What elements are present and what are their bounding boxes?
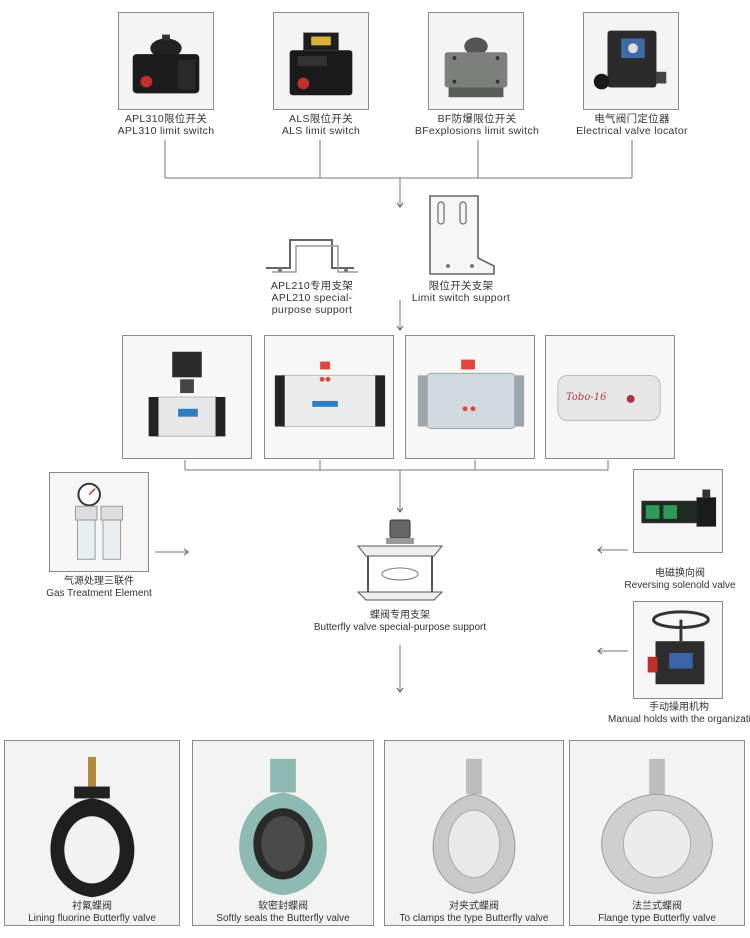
- actuator-with-switch-image: [122, 335, 252, 459]
- gas-treatment-caption: 气源处理三联件 Gas Treatment Element: [34, 576, 164, 600]
- soft-seal-caption: 软密封蝶阀 Softly seals the Butterfly valve: [193, 901, 373, 925]
- soft-seal-cn: 软密封蝶阀: [258, 901, 308, 912]
- limit-switch-icon: [274, 13, 368, 109]
- pneumatic-actuator-image-2: [405, 335, 535, 459]
- flanged-valve-icon: [570, 741, 744, 925]
- als-en: ALS limit switch: [281, 125, 361, 137]
- limit-switch-icon: [119, 13, 213, 109]
- pneumatic-actuator-icon: [265, 336, 393, 458]
- electrical-locator-image: [583, 12, 679, 110]
- butterfly-valve-icon: [193, 741, 373, 925]
- locator-en: Electrical valve locator: [576, 125, 688, 137]
- als-caption: ALS限位开关 ALS limit switch: [262, 113, 380, 137]
- limit-switch-support-image: [420, 192, 500, 276]
- flange-type-cn: 法兰式蝶阀: [632, 901, 682, 912]
- actuator-with-switch-icon: [123, 336, 251, 458]
- manual-mechanism-image: [633, 601, 723, 699]
- bf-en: BFexplosions limit switch: [414, 125, 540, 137]
- solenoid-valve-image: [633, 469, 723, 553]
- flange-type-caption: 法兰式蝶阀 Flange type Butterfly valve: [570, 901, 744, 925]
- flange-type-en: Flange type Butterfly valve: [598, 913, 716, 924]
- limit-support-cn: 限位开关支架: [428, 280, 494, 292]
- apl310-limit-switch-image: [118, 12, 214, 110]
- manual-cn: 手动操用机构: [649, 702, 709, 713]
- center-support-image: [352, 514, 448, 604]
- lining-fluorine-en: Lining fluorine Butterfly valve: [28, 913, 156, 924]
- apl310-cn: APL310限位开关: [124, 113, 208, 125]
- als-limit-switch-image: [273, 12, 369, 110]
- center-support-caption: 蝶阀专用支架 Butterfly valve special-purpose s…: [290, 610, 510, 634]
- clamp-type-cn: 对夹式蝶阀: [449, 901, 499, 912]
- flange-type-valve-image: 法兰式蝶阀 Flange type Butterfly valve: [569, 740, 745, 926]
- butterfly-valve-icon: [385, 741, 563, 925]
- limit-support-caption: 限位开关支架 Limit switch support: [398, 280, 524, 304]
- filter-regulator-icon: [50, 473, 148, 571]
- center-support-cn: 蝶阀专用支架: [370, 610, 430, 621]
- apl210-support-image: [260, 228, 360, 276]
- locator-cn: 电气阀门定位器: [594, 113, 670, 125]
- mounting-bracket-icon: [356, 519, 444, 601]
- lining-fluorine-cn: 衬氟蝶阀: [72, 901, 112, 912]
- lining-fluorine-caption: 衬氟蝶阀 Lining fluorine Butterfly valve: [5, 901, 179, 925]
- butterfly-valve-icon: [5, 741, 179, 925]
- solenoid-cn: 电磁换向阀: [655, 568, 705, 579]
- clamp-type-valve-image: 对夹式蝶阀 To clamps the type Butterfly valve: [384, 740, 564, 926]
- valve-positioner-icon: [584, 13, 678, 109]
- lining-fluorine-valve-image: 衬氟蝶阀 Lining fluorine Butterfly valve: [4, 740, 180, 926]
- locator-caption: 电气阀门定位器 Electrical valve locator: [565, 113, 699, 137]
- actuator-brand-label: Tobo-16: [566, 392, 607, 403]
- limit-support-en: Limit switch support: [411, 292, 511, 304]
- solenoid-en: Reversing solenold valve: [624, 580, 736, 591]
- gas-treatment-image: [49, 472, 149, 572]
- solenoid-caption: 电磁换向阀 Reversing solenold valve: [612, 568, 748, 592]
- bracket-icon: [266, 239, 358, 273]
- center-support-en: Butterfly valve special-purpose support: [313, 622, 487, 633]
- pneumatic-actuator-image-1: [264, 335, 394, 459]
- bf-explosion-switch-image: [428, 12, 524, 110]
- apl210-en1: APL210 special-: [271, 292, 353, 304]
- manual-caption: 手动操用机构 Manual holds with the organizatio…: [608, 702, 750, 726]
- pneumatic-actuator-icon: [406, 336, 534, 458]
- bf-cn: BF防爆限位开关: [437, 113, 517, 125]
- solenoid-valve-icon: [634, 470, 722, 552]
- gas-treatment-en: Gas Treatment Element: [46, 588, 152, 599]
- als-cn: ALS限位开关: [289, 113, 353, 125]
- electric-actuator-image: Tobo-16: [545, 335, 675, 459]
- manual-en: Manual holds with the organization: [608, 714, 750, 725]
- apl210-en2: purpose support: [271, 304, 353, 316]
- apl310-caption: APL310限位开关 APL310 limit switch: [108, 113, 224, 137]
- gas-treatment-cn: 气源处理三联件: [64, 576, 134, 587]
- apl210-cn: APL210专用支架: [270, 280, 354, 292]
- clamp-type-en: To clamps the type Butterfly valve: [399, 913, 549, 924]
- electric-actuator-icon: [546, 336, 674, 458]
- soft-seal-en: Softly seals the Butterfly valve: [216, 913, 350, 924]
- bf-caption: BF防爆限位开关 BFexplosions limit switch: [405, 113, 549, 137]
- clamp-type-caption: 对夹式蝶阀 To clamps the type Butterfly valve: [385, 901, 563, 925]
- l-bracket-icon: [429, 195, 495, 275]
- explosion-proof-switch-icon: [429, 13, 523, 109]
- apl210-caption: APL210专用支架 APL210 special- purpose suppo…: [252, 280, 372, 316]
- apl310-en: APL310 limit switch: [117, 125, 215, 137]
- handwheel-icon: [634, 602, 722, 698]
- soft-seal-valve-image: 软密封蝶阀 Softly seals the Butterfly valve: [192, 740, 374, 926]
